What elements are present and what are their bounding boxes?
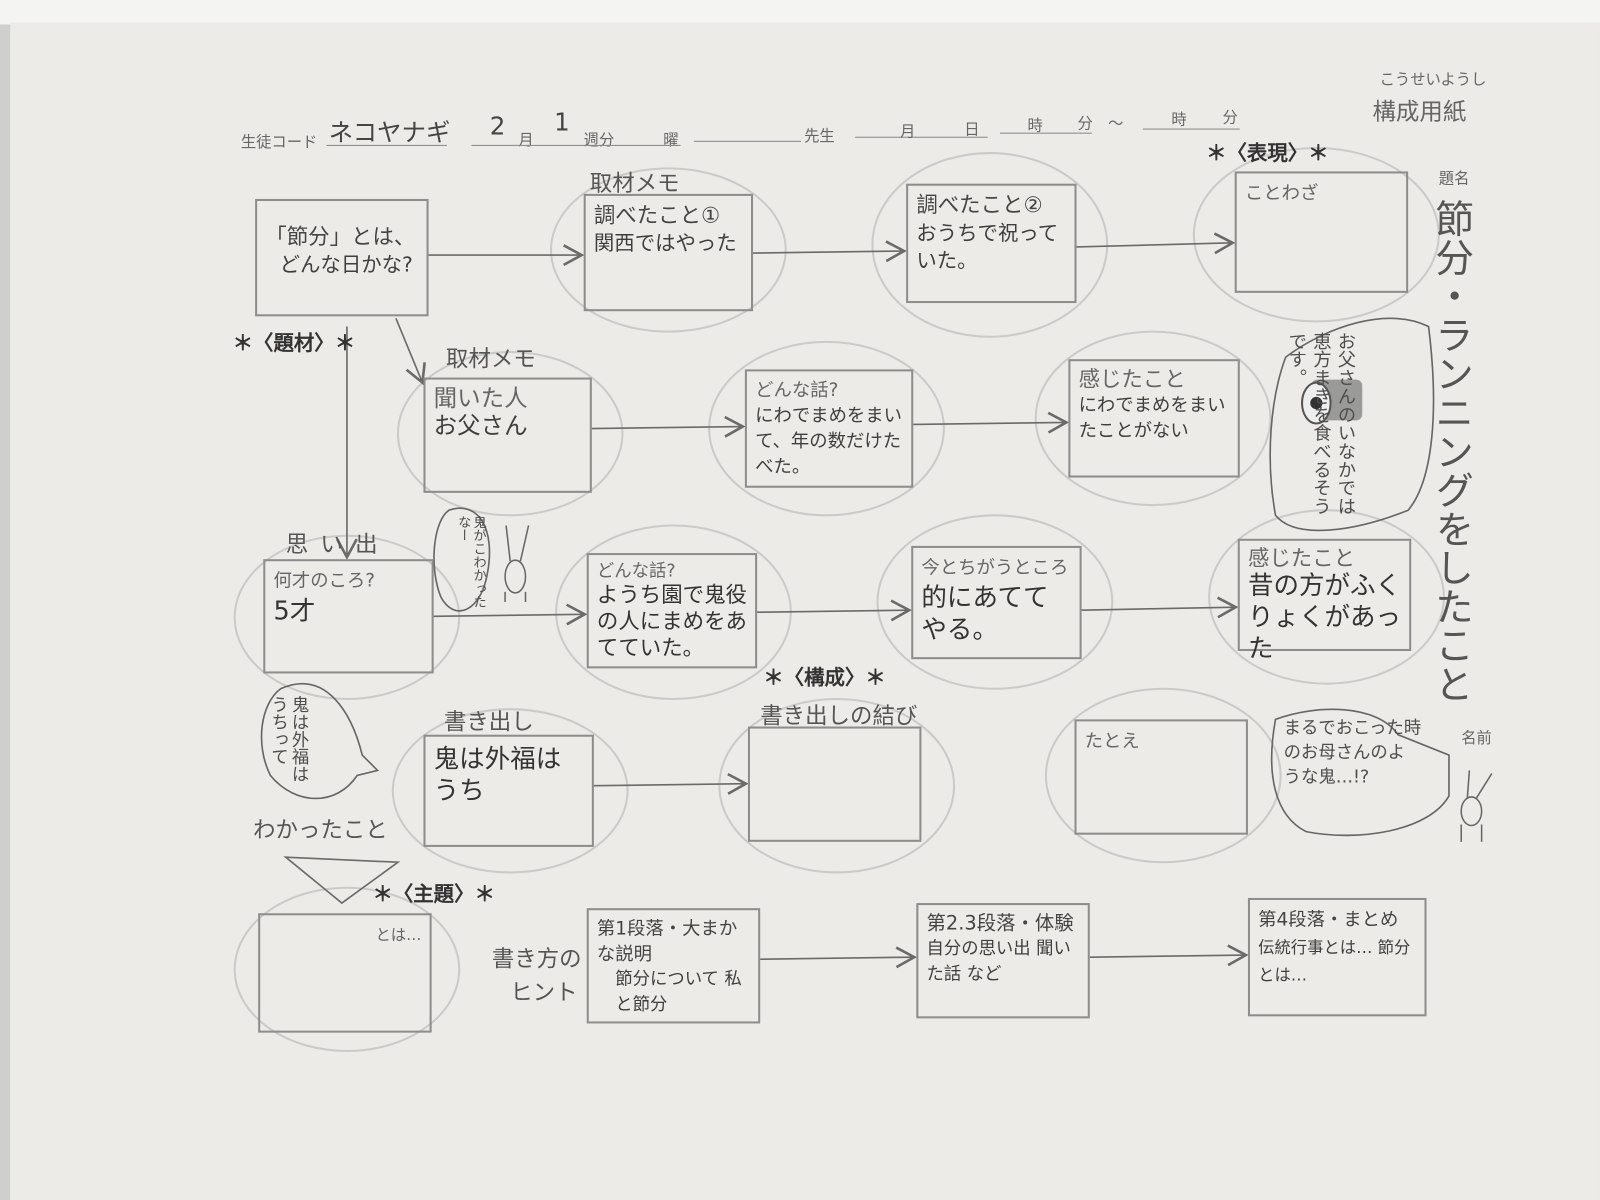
box-opening-close xyxy=(747,726,922,842)
label-learned: わかったこと xyxy=(253,818,388,844)
box-story-2: どんな話?ようち園で鬼役の人にまめをあてていた。 xyxy=(586,553,758,669)
label-interview-memo: 取材メモ xyxy=(589,171,680,197)
box-head: とは… xyxy=(375,925,422,944)
marker-expression: ＊〈表現〉＊ xyxy=(1206,140,1329,166)
date-day-label: 日 xyxy=(964,120,980,139)
label-interview-memo: 取材メモ xyxy=(445,346,536,373)
box-head: 第1段落・大まかな説明 xyxy=(596,918,738,966)
box-body: おうちで祝っていた。 xyxy=(916,220,1059,273)
box-theme: とは… xyxy=(258,913,432,1033)
marker-structure: ＊〈構成〉＊ xyxy=(763,665,886,690)
week-value: 1 xyxy=(554,108,570,137)
box-head: 第4段落・まとめ xyxy=(1258,909,1399,931)
box-head: 何才のころ? xyxy=(273,570,376,592)
box-age: 何才のころ? 5才 xyxy=(263,559,434,674)
box-body: 自分の思い出 聞いた話 など xyxy=(926,938,1071,985)
label-memory: 思い出 xyxy=(285,532,390,559)
title-field-label: 題名 xyxy=(1438,169,1470,188)
box-body: お父さん xyxy=(433,413,528,440)
cloud-outlines xyxy=(233,146,1445,1053)
box-body: 5才 xyxy=(273,595,316,626)
rabbit-icon xyxy=(504,525,530,603)
label-opening-close: 書き出しの結び xyxy=(760,704,918,730)
name-field-label: 名前 xyxy=(1461,728,1492,747)
student-code-label: 生徒コード xyxy=(240,132,318,152)
box-head: ことわざ xyxy=(1244,182,1319,205)
label-opening: 書き出し xyxy=(443,710,534,736)
box-body: 昔の方がふくりょくがあった xyxy=(1247,570,1402,664)
month-label: 月 xyxy=(518,130,534,149)
box-body: ようち園で鬼役の人にまめをあてていた。 xyxy=(596,582,747,661)
box-head: 感じたこと xyxy=(1078,367,1186,392)
box-paragraph-1: 第1段落・大まかな説明節分について 私と節分 xyxy=(586,908,761,1024)
box-paragraph-4: 第4段落・まとめ伝統行事とは… 節分とは… xyxy=(1247,897,1427,1017)
box-body: 的にあててやる。 xyxy=(921,582,1049,644)
bubble-oni-wa-soto: 鬼は外福はうちって xyxy=(267,695,309,783)
box-head: どんな話? xyxy=(755,379,839,402)
box-difference: 今とちがうところ的にあててやる。 xyxy=(911,545,1082,660)
speech-bubbles xyxy=(260,317,1450,837)
weekday-label: 曜 xyxy=(663,130,679,149)
marker-theme-material: ＊〈題材〉＊ xyxy=(232,330,356,356)
hour-label-2: 時 xyxy=(1171,110,1187,129)
label-writing-hint: ヒント xyxy=(510,980,578,1007)
box-head: 第2.3段落・体験 xyxy=(926,912,1074,935)
box-head: どんな話? xyxy=(596,561,676,582)
bubble-ehomaki: お父さんのいなかでは恵方まきを食べるそうです。 xyxy=(1285,331,1357,516)
box-head: 感じたこと xyxy=(1247,545,1356,571)
box-body: 関西ではやった xyxy=(593,230,737,256)
student-code-value: ネコヤナギ xyxy=(328,118,451,147)
box-setsubun-question: 「節分」とは、どんな日かな? xyxy=(255,198,429,317)
box-body: 節分について 私と節分 xyxy=(615,969,742,1016)
essay-title: 節分・ランニングをしたこと xyxy=(1428,198,1474,704)
box-feeling-2: 感じたこと昔の方がふくりょくがあった xyxy=(1237,538,1412,663)
box-body: どんな日かな? xyxy=(279,252,413,277)
box-head: 調べたこと② xyxy=(916,192,1043,218)
box-story-1: どんな話? にわでまめをまいて、年の数だけたべた。 xyxy=(744,369,914,488)
flow-arrows xyxy=(283,232,1249,969)
box-opening: 鬼は外福は うち xyxy=(423,734,594,847)
box-feeling-1: 感じたことにわでまめをまいたことがない xyxy=(1068,359,1240,478)
box-head: 調べたこと① xyxy=(593,203,721,228)
down-arrow-icon xyxy=(283,856,401,905)
rabbit-icon-2 xyxy=(1460,770,1493,842)
box-head: 「節分」とは、 xyxy=(265,224,416,249)
box-interviewee: 聞いた人お父さん xyxy=(423,377,592,493)
month-value: 2 xyxy=(489,112,506,141)
box-body: 鬼は外福は うち xyxy=(433,743,562,806)
ehomaki-sushi-icon xyxy=(1301,379,1363,425)
box-body: にわでまめをまいたことがない xyxy=(1078,394,1226,442)
date-month-label: 月 xyxy=(899,122,916,141)
box-head: 聞いた人 xyxy=(433,385,528,413)
box-head: 今とちがうところ xyxy=(921,557,1069,579)
sheet-title: 構成用紙 xyxy=(1372,98,1467,126)
paper-edge xyxy=(0,0,1600,25)
box-proverb: ことわざ xyxy=(1234,171,1409,293)
hour-label: 時 xyxy=(1027,116,1043,135)
teacher-label: 先生 xyxy=(804,126,835,145)
minute-label-2: 分 xyxy=(1222,108,1238,127)
box-body: にわでまめをまいて、年の数だけたべた。 xyxy=(755,405,903,478)
bubble-like-mother: まるでおこった時のお母さんのような鬼…!? xyxy=(1283,718,1422,788)
box-paragraph-2-3: 第2.3段落・体験自分の思い出 聞いた話 など xyxy=(916,903,1090,1019)
tilde: ～ xyxy=(1108,114,1124,133)
sheet-title-ruby: こうせいようし xyxy=(1379,70,1487,89)
label-writing-hint: 書き方の xyxy=(491,946,582,973)
week-label: 週分 xyxy=(583,130,615,149)
box-body: 伝統行事とは… 節分とは… xyxy=(1258,937,1411,985)
marker-subject: ＊〈主題〉＊ xyxy=(372,881,495,907)
bubble-scared: 鬼がこわかったなー xyxy=(455,515,486,609)
box-metaphor: たとえ xyxy=(1074,719,1248,835)
box-head: たとえ xyxy=(1084,730,1140,753)
minute-label: 分 xyxy=(1077,114,1093,133)
